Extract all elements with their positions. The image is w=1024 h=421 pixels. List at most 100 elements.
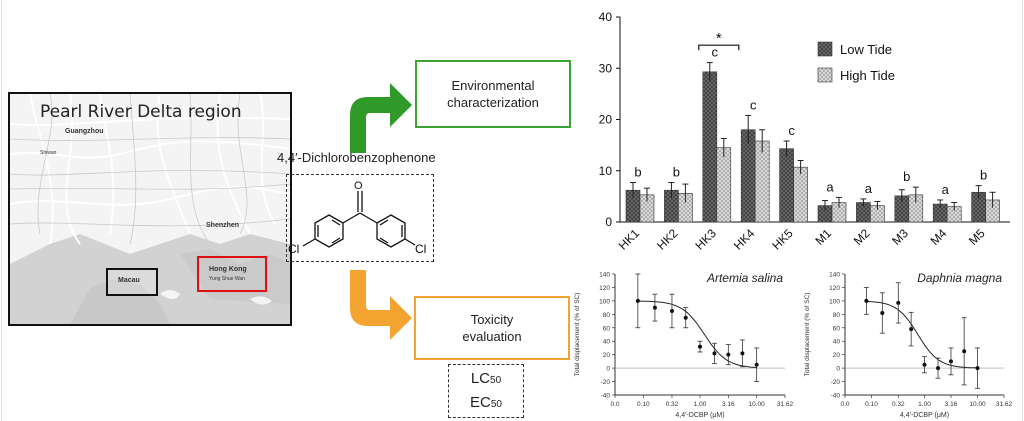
map-label-hong-kong: Hong Kong bbox=[209, 266, 247, 273]
x-tick-label: 31.62 bbox=[777, 401, 794, 408]
map-label-guangzhou: Guangzhou bbox=[65, 128, 104, 135]
environmental-characterization-box: Environmental characterization bbox=[415, 60, 571, 128]
environmental-characterization-label: Environmental characterization bbox=[447, 78, 539, 110]
significance-letter: b bbox=[980, 168, 987, 183]
significance-star: * bbox=[716, 30, 722, 47]
lc-subscript: 50 bbox=[490, 375, 502, 386]
x-tick-label: HK4 bbox=[731, 226, 758, 253]
data-point bbox=[962, 349, 967, 354]
data-point bbox=[975, 366, 980, 371]
y-tick-label: 0 bbox=[605, 215, 612, 229]
pearl-river-delta-map: Pearl River Delta region Guangzhou Shiwa… bbox=[8, 92, 292, 326]
data-point bbox=[864, 298, 869, 303]
y-tick-label: 20 bbox=[599, 113, 613, 127]
significance-letter: a bbox=[865, 181, 873, 196]
x-tick-label: M2 bbox=[851, 226, 873, 248]
y-tick-label: 0 bbox=[836, 366, 840, 373]
data-point bbox=[948, 359, 953, 364]
x-tick-label: 31.62 bbox=[996, 401, 1013, 408]
data-point bbox=[635, 298, 640, 303]
x-tick-label: HK1 bbox=[616, 226, 643, 253]
data-point bbox=[896, 300, 901, 305]
bar-high-tide bbox=[754, 140, 770, 223]
data-point bbox=[936, 366, 941, 371]
x-tick-label: M5 bbox=[966, 226, 988, 248]
x-tick-label: HK5 bbox=[769, 226, 796, 253]
lc-text: LC bbox=[470, 370, 491, 387]
x-tick-label: 1.00 bbox=[694, 401, 707, 408]
ec50-label: EC50 bbox=[449, 392, 523, 416]
y-tick-label: 20 bbox=[603, 352, 611, 359]
legend-swatch-low-tide bbox=[817, 41, 833, 57]
significance-letter: c bbox=[712, 45, 719, 60]
y-tick-label: 40 bbox=[599, 10, 613, 24]
x-tick-label: 0.10 bbox=[865, 401, 878, 408]
y-tick-label: 40 bbox=[833, 339, 841, 346]
x-tick-label: M1 bbox=[812, 226, 834, 248]
y-tick-label: 80 bbox=[833, 312, 841, 319]
y-tick-label: 60 bbox=[833, 325, 841, 332]
data-point bbox=[909, 327, 914, 332]
data-point bbox=[698, 344, 703, 349]
legend-swatch-high-tide bbox=[817, 67, 833, 83]
chart-title: Daphnia magna bbox=[917, 271, 1002, 285]
x-tick-label: 10.00 bbox=[969, 401, 986, 408]
hong-kong-highlight-box: Hong Kong Yung Shue Wan bbox=[197, 256, 267, 292]
lc50-label: LC50 bbox=[449, 368, 523, 392]
chlorine-right-label: Cl bbox=[415, 242, 426, 256]
y-tick-label: -40 bbox=[601, 393, 611, 400]
y-tick-label: 30 bbox=[599, 61, 613, 75]
x-axis-label: 4,4′-DCBP (μM) bbox=[900, 412, 949, 419]
y-tick-label: 120 bbox=[829, 285, 840, 292]
fit-curve bbox=[637, 300, 757, 368]
lc50-ec50-box: LC50 EC50 bbox=[448, 364, 524, 418]
macau-highlight-box: Macau bbox=[106, 268, 158, 296]
bar-high-tide bbox=[716, 147, 732, 223]
chart-title: Artemia salina bbox=[706, 271, 783, 285]
y-tick-label: 60 bbox=[603, 325, 611, 332]
y-tick-label: 120 bbox=[599, 285, 610, 292]
orange-arrow-icon bbox=[350, 270, 412, 340]
right-border bbox=[1022, 0, 1023, 421]
ec-subscript: 50 bbox=[490, 399, 502, 410]
significance-letter: a bbox=[826, 179, 834, 194]
fit-curve bbox=[866, 300, 978, 369]
data-point bbox=[712, 351, 717, 356]
compound-structure-box: O Cl Cl bbox=[286, 174, 434, 262]
x-tick-label: 0.0 bbox=[840, 401, 849, 408]
y-tick-label: 140 bbox=[599, 272, 610, 279]
y-tick-label: 0 bbox=[606, 366, 610, 373]
ec-text: EC bbox=[470, 394, 491, 411]
x-tick-label: 0.0 bbox=[610, 401, 619, 408]
x-tick-label: 10.00 bbox=[749, 401, 766, 408]
y-tick-label: 80 bbox=[603, 312, 611, 319]
y-tick-label: -40 bbox=[831, 393, 841, 400]
bar-high-tide bbox=[793, 166, 808, 223]
y-tick-label: 40 bbox=[603, 339, 611, 346]
data-point bbox=[880, 310, 885, 315]
data-point bbox=[683, 315, 688, 320]
x-axis-label: 4,4′-DCBP (μM) bbox=[675, 412, 724, 419]
x-tick-label: M4 bbox=[928, 226, 950, 248]
significance-letter: c bbox=[788, 123, 795, 138]
compound-name: 4,4′-Dichlorobenzophenone bbox=[277, 150, 436, 165]
x-tick-label: HK3 bbox=[693, 226, 720, 253]
x-tick-label: M3 bbox=[889, 226, 911, 248]
significance-letter: b bbox=[903, 169, 910, 184]
legend-label: High Tide bbox=[840, 68, 895, 83]
map-label-shenzhen: Shenzhen bbox=[206, 222, 240, 229]
benzophenone-structure-icon: O Cl Cl bbox=[288, 180, 426, 256]
data-point bbox=[922, 362, 927, 367]
bar-chart: 010203040bHK1bHK2cHK3cHK4cHK5aM1aM2bM3aM… bbox=[599, 10, 1010, 253]
left-border bbox=[1, 0, 2, 421]
toxicity-evaluation-label: Toxicity evaluation bbox=[462, 312, 522, 344]
chlorine-left-label: Cl bbox=[288, 242, 299, 256]
map-label-shiwan: Shiwan bbox=[40, 150, 57, 156]
significance-letter: a bbox=[942, 182, 950, 197]
y-tick-label: 100 bbox=[599, 298, 610, 305]
y-axis-label: Total displacement (% of SC) bbox=[804, 293, 811, 377]
legend-label: Low Tide bbox=[840, 42, 892, 57]
x-tick-label: 1.00 bbox=[918, 401, 931, 408]
